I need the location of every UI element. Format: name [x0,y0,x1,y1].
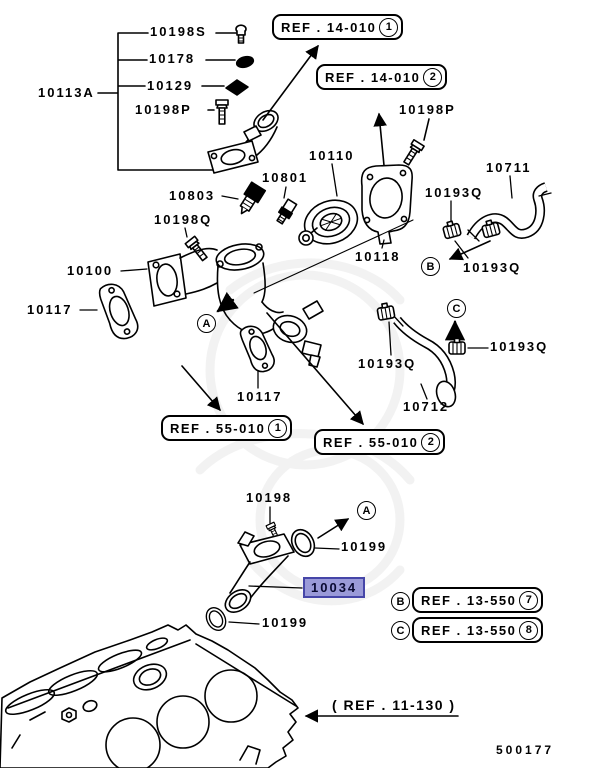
part-label-10193Q-mid[interactable]: 10193Q [463,260,522,275]
ref-circled-number: 7 [519,590,539,610]
view-marker-a1: A [197,314,216,333]
view-marker-a2: A [357,501,376,520]
leader-10198Q [184,227,188,238]
ref-text: REF . 13-550 [421,622,517,638]
ref-circled-number: 8 [519,620,539,640]
seal-icon-10178 [235,55,255,69]
clamp-icon-10193Q-d [448,337,466,355]
part-label-10198P-right[interactable]: 10198P [399,102,456,117]
part-label-10199-lower[interactable]: 10199 [262,615,309,630]
leader-10199-upper [314,547,340,550]
ref-circled-number: 1 [379,17,399,37]
ref-text: REF . 55-010 [323,434,419,450]
view-marker-c: C [447,299,466,318]
part-label-10100[interactable]: 10100 [67,263,114,278]
part-label-10198S[interactable]: 10198S [150,24,207,39]
part-label-10118[interactable]: 10118 [355,249,401,264]
leader-10198P-right [423,118,430,141]
part-label-10034-highlighted[interactable]: 10034 [303,577,366,598]
marker-a-arrow [216,291,239,313]
ref-text: REF . 14-010 [281,19,377,35]
outlet-housing-drawing [360,164,413,249]
ref-link-14-010-2[interactable]: REF . 14-010 2 [316,64,448,90]
ref-link-55-010-2[interactable]: REF . 55-010 2 [314,429,446,455]
group-bracket-10113A [97,32,237,171]
drawing-number: 500177 [496,743,555,757]
leader-ref55-2 [266,312,364,426]
bolt-icon-10198P-right [400,139,425,168]
ref-link-14-010-1[interactable]: REF . 14-010 1 [272,14,404,40]
marker-a2-arrow [317,518,350,539]
part-label-10110[interactable]: 10110 [309,148,355,163]
part-label-10198Q[interactable]: 10198Q [154,212,213,227]
ref-text: REF . 13-550 [421,592,517,608]
ref-circled-number: 2 [423,67,443,87]
engine-block-drawing [0,624,299,768]
part-label-10178[interactable]: 10178 [149,51,196,66]
ref-link-13-550-7[interactable]: REF . 13-550 7 [412,587,544,613]
gasket-10117-lower-drawing [239,325,275,389]
part-label-10803[interactable]: 10803 [169,188,216,203]
hose-10711-drawing [466,175,552,242]
part-label-10198[interactable]: 10198 [246,490,293,505]
part-label-10198P-left[interactable]: 10198P [135,102,192,117]
assembly-axis-line [253,219,414,294]
legend-marker-c: C [391,621,410,640]
part-label-10199-upper[interactable]: 10199 [341,539,388,554]
part-label-10117-lower[interactable]: 10117 [237,389,283,404]
marker-b-arrow [448,240,491,261]
ref-link-55-010-1[interactable]: REF . 55-010 1 [161,415,293,441]
water-inlet-pipe-10034-drawing [224,531,303,613]
ref-circled-number: 2 [421,432,441,452]
sensor-10803-drawing [221,181,267,215]
gasket-10117-upper-drawing [79,283,139,340]
part-label-10801[interactable]: 10801 [262,170,309,185]
water-outlet-pipe-drawing [120,243,324,368]
bolt-icon-10198P-left [215,99,229,125]
ref-text: REF . 14-010 [325,69,421,85]
plug-icon-10129 [225,79,249,96]
ref-circled-number: 1 [268,418,288,438]
leader-ref55-1 [181,365,221,412]
part-label-10117-upper[interactable]: 10117 [27,302,73,317]
leader-ref14-1 [262,44,319,121]
part-label-10712[interactable]: 10712 [403,399,450,414]
ref-text-11-130[interactable]: ( REF . 11-130 ) [332,697,456,713]
legend-marker-b: B [391,592,410,611]
ref-text: REF . 55-010 [170,420,266,436]
thermostat-drawing [298,163,359,246]
screw-icon-10198S [235,24,247,44]
leader-10193Q-c [388,321,392,356]
clamp-icon-10193Q-a [441,218,463,240]
ref-link-13-550-8[interactable]: REF . 13-550 8 [412,617,544,643]
part-label-10129[interactable]: 10129 [147,78,194,93]
leader-10199-lower [228,621,260,625]
oring-10199-upper [286,524,320,562]
part-label-10113A[interactable]: 10113A [38,85,95,100]
part-label-10711[interactable]: 10711 [486,160,532,175]
part-label-10193Q-left[interactable]: 10193Q [358,356,417,371]
outlet-fitting-drawing [207,109,279,174]
hose-10712-drawing [391,313,457,408]
view-marker-b: B [421,257,440,276]
sensor-10801-drawing [276,186,298,225]
part-label-10193Q-right[interactable]: 10193Q [490,339,549,354]
part-label-10193Q-top[interactable]: 10193Q [425,185,484,200]
